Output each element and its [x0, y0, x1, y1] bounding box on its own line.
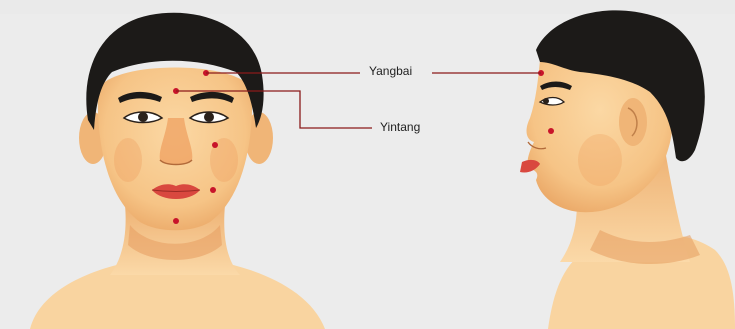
front-face-illustration	[30, 13, 372, 329]
label-yangbai: Yangbai	[369, 64, 412, 78]
acupoint-cheek-side	[548, 128, 554, 134]
label-yintang: Yintang	[380, 120, 420, 134]
acupoint-chin-front	[173, 218, 179, 224]
side-ear	[619, 98, 647, 146]
acupoint-jaw-front	[210, 187, 216, 193]
side-profile-illustration	[432, 10, 735, 329]
acupoint-cheek-front	[212, 142, 218, 148]
